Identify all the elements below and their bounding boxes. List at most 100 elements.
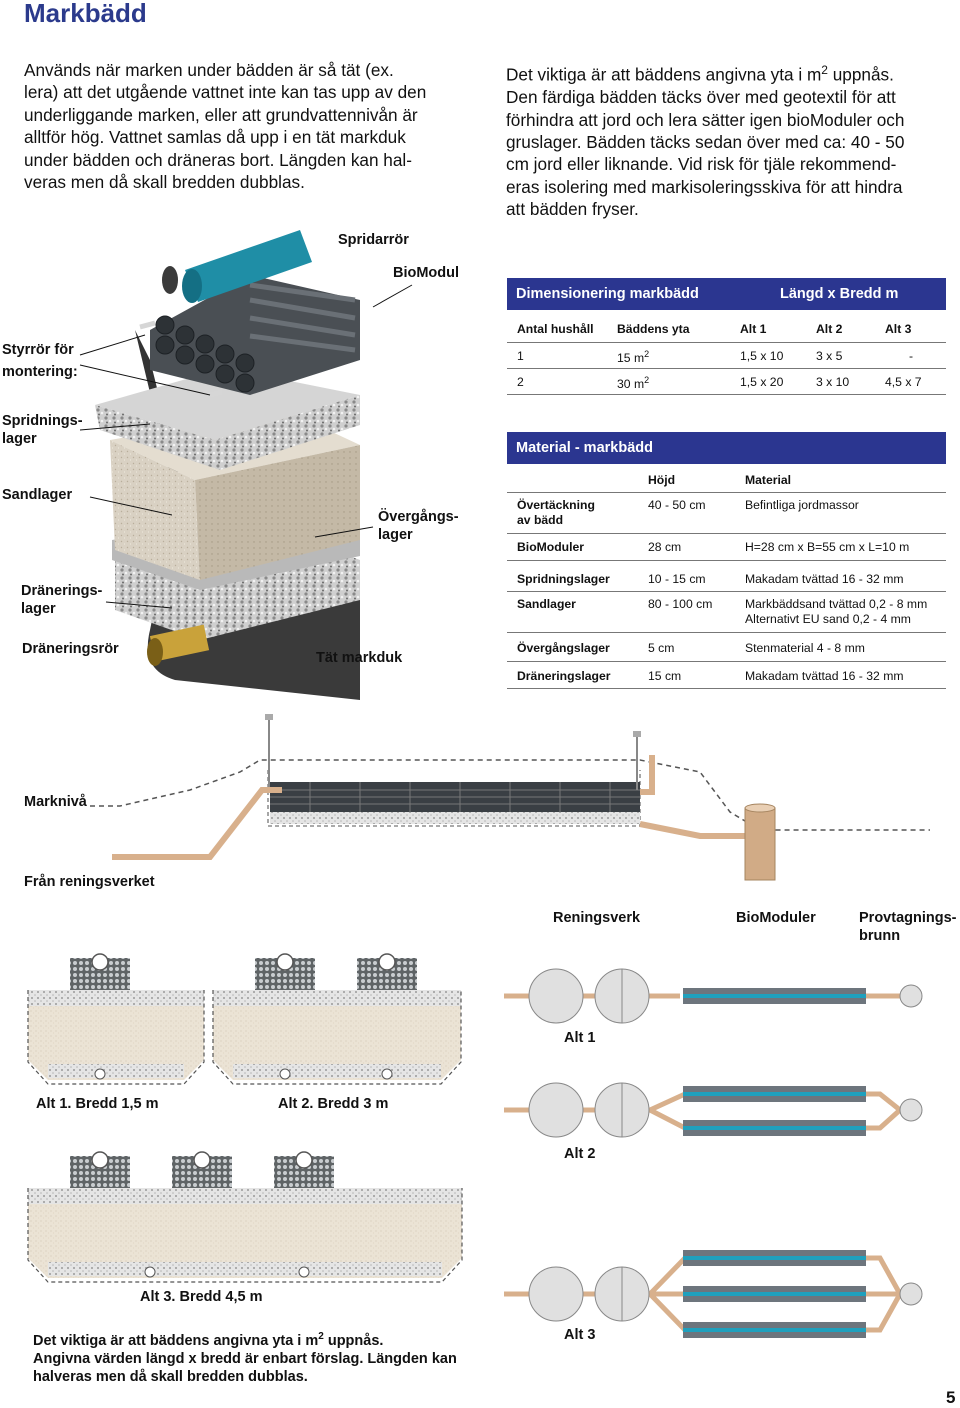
- label-line: montering:: [2, 364, 78, 380]
- header-right: Längd x Bredd m: [780, 286, 899, 302]
- section-biomodules: [270, 782, 640, 824]
- table-row: Dräneringslager 15 cm Makadam tvättad 16…: [507, 662, 946, 689]
- column-header: Alt 2: [816, 322, 843, 336]
- cell-material: Stenmaterial 4 - 8 mm: [745, 641, 865, 655]
- column-header: Material: [745, 473, 792, 487]
- superscript: 2: [644, 375, 650, 385]
- label-line: Styrrör för: [2, 342, 74, 358]
- intro-left-line: alltför hög. Vattnet samlas då upp i en …: [24, 127, 406, 148]
- label-line: brunn: [859, 928, 901, 944]
- cell-text: 30 m: [617, 377, 645, 392]
- intro-right-text: uppnås.: [827, 64, 894, 85]
- cell-text: Övertäckning: [517, 498, 595, 512]
- cell-alt2: 3 x 5: [816, 349, 843, 363]
- label-alt1: Alt 1: [564, 1030, 596, 1046]
- cross-section-alt2: [212, 953, 462, 1085]
- intro-right-line: Det viktiga är att bäddens angivna yta i…: [506, 59, 956, 86]
- label-draneringsror: Dräneringsrör: [22, 641, 119, 657]
- label-reningsverk: Reningsverk: [553, 910, 641, 926]
- label-line: Övergångs-: [378, 509, 459, 525]
- drain-pipe: [147, 624, 210, 666]
- footnote: Det viktiga är att bäddens angivna yta i…: [33, 1328, 493, 1386]
- footnote-line: Det viktiga är att bäddens angivna yta i…: [33, 1328, 493, 1350]
- cell-name: Spridningslager: [517, 572, 610, 586]
- intro-right-line: gruslager. Bädden täcks sedan över med c…: [506, 131, 905, 152]
- cell-material: Makadam tvättad 16 - 32 mm: [745, 572, 904, 586]
- biomodule-pipes: [139, 275, 360, 398]
- plan-alt1: [504, 968, 923, 1024]
- label-biomodul: BioModul: [393, 265, 460, 281]
- label-alt3-width: Alt 3. Bredd 4,5 m: [140, 1289, 263, 1305]
- cell-material: H=28 cm x B=55 cm x L=10 m: [745, 540, 910, 554]
- cell-text: 15 m: [617, 351, 645, 366]
- intro-left: Används när marken under bädden är så tä…: [24, 59, 474, 193]
- table-row: Övergångslager 5 cm Stenmaterial 4 - 8 m…: [507, 633, 946, 662]
- label-draneringslager: Dränerings- lager: [21, 582, 102, 618]
- cell-yta: 30 m2: [617, 375, 649, 391]
- intro-right-line: cm jord eller liknande. Vid risk för tjä…: [506, 154, 897, 175]
- cross-section-alt3: [27, 1151, 463, 1283]
- column-header: Alt 1: [740, 322, 767, 336]
- label-alt3: Alt 3: [564, 1327, 596, 1343]
- column-header: Höjd: [648, 473, 676, 487]
- footnote-text: Det viktiga är att bäddens angivna yta i…: [33, 1332, 319, 1349]
- label-spridningslager: Spridnings- lager: [2, 412, 83, 448]
- material-table-columns: Höjd Material: [507, 468, 946, 493]
- superscript: 2: [644, 349, 650, 359]
- cell-hojd: 10 - 15 cm: [648, 572, 706, 586]
- page-number: 5: [946, 1388, 956, 1407]
- label-alt2-width: Alt 2. Bredd 3 m: [278, 1096, 389, 1112]
- dimension-table-header: Dimensionering markbädd Längd x Bredd m: [507, 278, 946, 310]
- label-spridarror: Spridarrör: [338, 232, 409, 248]
- intro-right-line: eras isolering med markisoleringsskiva f…: [506, 176, 903, 197]
- header-left: Dimensionering markbädd: [516, 286, 699, 302]
- label-alt1-width: Alt 1. Bredd 1,5 m: [36, 1096, 159, 1112]
- intro-left-line: underliggande marken, eller att grundvat…: [24, 104, 418, 125]
- label-line: lager: [21, 601, 56, 617]
- cell-name: Sandlager: [517, 597, 576, 611]
- page-title: Markbädd: [24, 0, 147, 28]
- label-provtagningsbrunn: Provtagnings- brunn: [859, 909, 956, 945]
- cell-text: Alternativt EU sand 0,2 - 4 mm: [745, 612, 911, 626]
- intro-left-line: under bädden och dräneras bort. Längden …: [24, 149, 412, 170]
- dimension-table: Dimensionering markbädd Längd x Bredd m …: [507, 278, 946, 395]
- cell-alt1: 1,5 x 20: [740, 375, 784, 389]
- label-line: lager: [2, 431, 37, 447]
- label-line: lager: [378, 527, 413, 543]
- intro-right-line: Den färdiga bädden täcks över med geotex…: [506, 87, 896, 108]
- cell-material: Befintliga jordmassor: [745, 498, 859, 512]
- dimension-table-columns: Antal hushåll Bäddens yta Alt 1 Alt 2 Al…: [507, 316, 946, 343]
- footnote-line: Angivna värden längd x bredd är enbart f…: [33, 1350, 457, 1367]
- intro-right-text: Det viktiga är att bäddens angivna yta i…: [506, 64, 822, 85]
- superscript: 2: [318, 1331, 324, 1342]
- intro-right-line: förhindra att jord och lera sätter igen …: [506, 109, 905, 130]
- cross-section-alt1: [27, 953, 205, 1085]
- footnote-line: halveras men då skall bredden dubblas.: [33, 1368, 308, 1385]
- cell-material: Makadam tvättad 16 - 32 mm: [745, 669, 904, 683]
- spreader-pipe: [162, 230, 312, 303]
- intro-left-line: veras men då skall bredden dubblas.: [24, 172, 305, 193]
- table-row: BioModuler 28 cm H=28 cm x B=55 cm x L=1…: [507, 534, 946, 561]
- column-header: Alt 3: [885, 322, 912, 336]
- cell-text: av bädd: [517, 513, 564, 527]
- cell-name: Övergångslager: [517, 641, 610, 655]
- table-row: Sandlager 80 - 100 cm Markbäddsand tvätt…: [507, 592, 946, 633]
- label-tat-markduk: Tät markduk: [316, 650, 403, 666]
- column-header: Antal hushåll: [517, 322, 594, 336]
- material-table-header: Material - markbädd: [507, 432, 946, 464]
- material-table: Material - markbädd Höjd Material Övertä…: [507, 432, 946, 689]
- column-header: Bäddens yta: [617, 322, 690, 336]
- cell-yta: 15 m2: [617, 349, 649, 365]
- header-title: Material - markbädd: [516, 440, 653, 456]
- cell-hushall: 1: [517, 349, 524, 363]
- cell-hushall: 2: [517, 375, 524, 389]
- label-alt2: Alt 2: [564, 1146, 596, 1162]
- cell-hojd: 28 cm: [648, 540, 682, 554]
- label-line: Dränerings-: [21, 583, 103, 599]
